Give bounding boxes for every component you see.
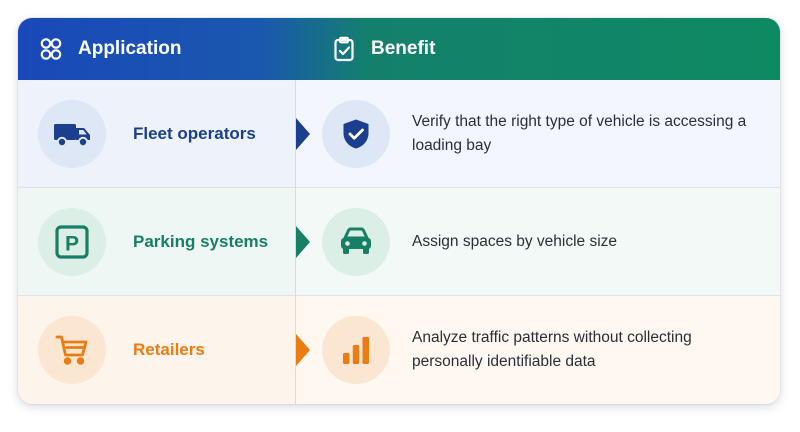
- clipboard-check-icon: [331, 36, 357, 62]
- benefit-text: Analyze traffic patterns without collect…: [412, 329, 692, 370]
- row-arrow-icon: [296, 296, 310, 404]
- svg-text:P: P: [65, 233, 79, 256]
- table-row: P Parking systems Assign spaces by vehic…: [18, 188, 780, 296]
- table-row: Retailers Analyze traffic patterns witho…: [18, 296, 780, 404]
- column-divider: [295, 80, 296, 404]
- comparison-table: Application Benefit Fleet: [18, 18, 780, 404]
- benefit-text: Assign spaces by vehicle size: [412, 232, 618, 250]
- bar-chart-icon: [322, 316, 390, 384]
- row-arrow-icon: [296, 80, 310, 187]
- header-benefit-label: Benefit: [371, 38, 436, 59]
- application-label: Parking systems: [133, 231, 269, 251]
- table-header: Application Benefit: [18, 18, 780, 80]
- row-arrow-icon: [296, 188, 310, 295]
- header-benefit: Benefit: [331, 18, 435, 80]
- benefit-text: Verify that the right type of vehicle is…: [412, 112, 747, 154]
- cart-icon: [38, 316, 106, 384]
- application-label: Retailers: [133, 340, 205, 359]
- header-application: Application: [38, 18, 181, 80]
- parking-icon: P: [38, 208, 106, 276]
- apps-icon: [38, 36, 64, 62]
- application-label: Fleet operators: [133, 123, 256, 143]
- header-application-label: Application: [78, 38, 182, 59]
- table-row: Fleet operators Verify that the right ty…: [18, 80, 780, 188]
- car-icon: [322, 208, 390, 276]
- shield-check-icon: [322, 100, 390, 168]
- truck-icon: [38, 100, 106, 168]
